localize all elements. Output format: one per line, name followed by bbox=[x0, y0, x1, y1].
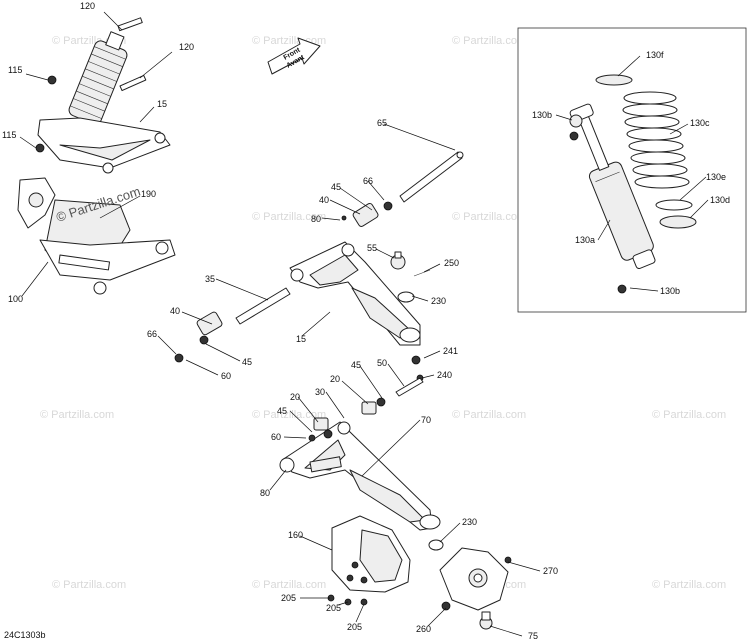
upper-a-arm bbox=[289, 241, 421, 346]
callout: 15 bbox=[157, 99, 167, 109]
callout: 60 bbox=[271, 432, 281, 442]
watermark: © Partzilla.com bbox=[652, 409, 726, 421]
coil-spring bbox=[622, 91, 690, 189]
watermark: © Partzilla.com bbox=[452, 211, 526, 223]
callout: 250 bbox=[444, 258, 459, 268]
watermark: © Partzilla.com bbox=[252, 409, 326, 421]
callout: 241 bbox=[443, 346, 458, 356]
callout: 205 bbox=[326, 603, 341, 613]
watermark: © Partzilla.com bbox=[52, 579, 126, 591]
callout: 130a bbox=[575, 235, 595, 245]
callout: 45 bbox=[331, 182, 341, 192]
watermark-layer: © Partzilla.com © Partzilla.com © Partzi… bbox=[40, 35, 726, 591]
callout: 45 bbox=[351, 360, 361, 370]
callout: 120 bbox=[80, 1, 95, 11]
callout: 75 bbox=[528, 631, 538, 641]
callout: 45 bbox=[277, 406, 287, 416]
callout: 80 bbox=[260, 488, 270, 498]
callout: 230 bbox=[431, 296, 446, 306]
assembled-lower-arm-thumbnail: © Partzilla.com bbox=[17, 177, 176, 295]
callout: 40 bbox=[319, 195, 329, 205]
pivot-shaft-65 bbox=[341, 151, 464, 227]
shock-detail-panel bbox=[517, 27, 747, 313]
callout: 115 bbox=[2, 130, 16, 140]
callout: 50 bbox=[377, 358, 387, 368]
callout: 65 bbox=[377, 118, 387, 128]
callout: 130b bbox=[660, 286, 680, 296]
callout: 20 bbox=[330, 374, 340, 384]
callout: 130f bbox=[646, 50, 664, 60]
diagram-code: 24C1303b bbox=[4, 630, 46, 640]
callout: 115 bbox=[8, 65, 22, 75]
callout: 60 bbox=[221, 371, 231, 381]
callout: 100 bbox=[8, 294, 23, 304]
callout: 160 bbox=[288, 530, 303, 540]
callout: 66 bbox=[147, 329, 157, 339]
callout: 15 bbox=[296, 334, 306, 344]
callout: 230 bbox=[462, 517, 477, 527]
callout: 130c bbox=[690, 118, 710, 128]
lower-a-arm bbox=[279, 421, 441, 531]
callout: 40 bbox=[170, 306, 180, 316]
pivot-shaft-35 bbox=[174, 287, 291, 363]
callout: 120 bbox=[179, 42, 194, 52]
callout: 30 bbox=[315, 387, 325, 397]
callout: 190 bbox=[141, 189, 156, 199]
callout: 240 bbox=[437, 370, 452, 380]
callout: 130e bbox=[706, 172, 726, 182]
callout: 35 bbox=[205, 274, 215, 284]
watermark: © Partzilla.com bbox=[652, 579, 726, 591]
callout: 66 bbox=[363, 176, 373, 186]
watermark: © Partzilla.com bbox=[252, 211, 326, 223]
bracket-160 bbox=[327, 515, 411, 606]
callout: 260 bbox=[416, 624, 431, 634]
callout: 205 bbox=[347, 622, 362, 632]
ball-joint-55 bbox=[390, 251, 431, 382]
watermark: © Partzilla.com bbox=[40, 409, 114, 421]
callout: 20 bbox=[290, 392, 300, 402]
steering-knuckle bbox=[428, 539, 512, 630]
callout: 55 bbox=[367, 243, 377, 253]
leader-lines bbox=[19, 11, 709, 637]
callout: 80 bbox=[311, 214, 321, 224]
callout: 45 bbox=[242, 357, 252, 367]
lower-arm-hardware bbox=[308, 377, 424, 442]
assembled-shock-thumbnail bbox=[35, 17, 171, 174]
callout: 205 bbox=[281, 593, 296, 603]
callout: 70 bbox=[421, 415, 431, 425]
callout: 130d bbox=[710, 195, 730, 205]
watermark: © Partzilla.com bbox=[452, 409, 526, 421]
callout-labels: 120 120 115 15 115 190 100 65 66 45 40 8… bbox=[2, 1, 730, 641]
watermark: © Partzilla.com bbox=[452, 35, 526, 47]
callout: 270 bbox=[543, 566, 558, 576]
callout: 130b bbox=[532, 110, 552, 120]
watermark: © Partzilla.com bbox=[252, 579, 326, 591]
